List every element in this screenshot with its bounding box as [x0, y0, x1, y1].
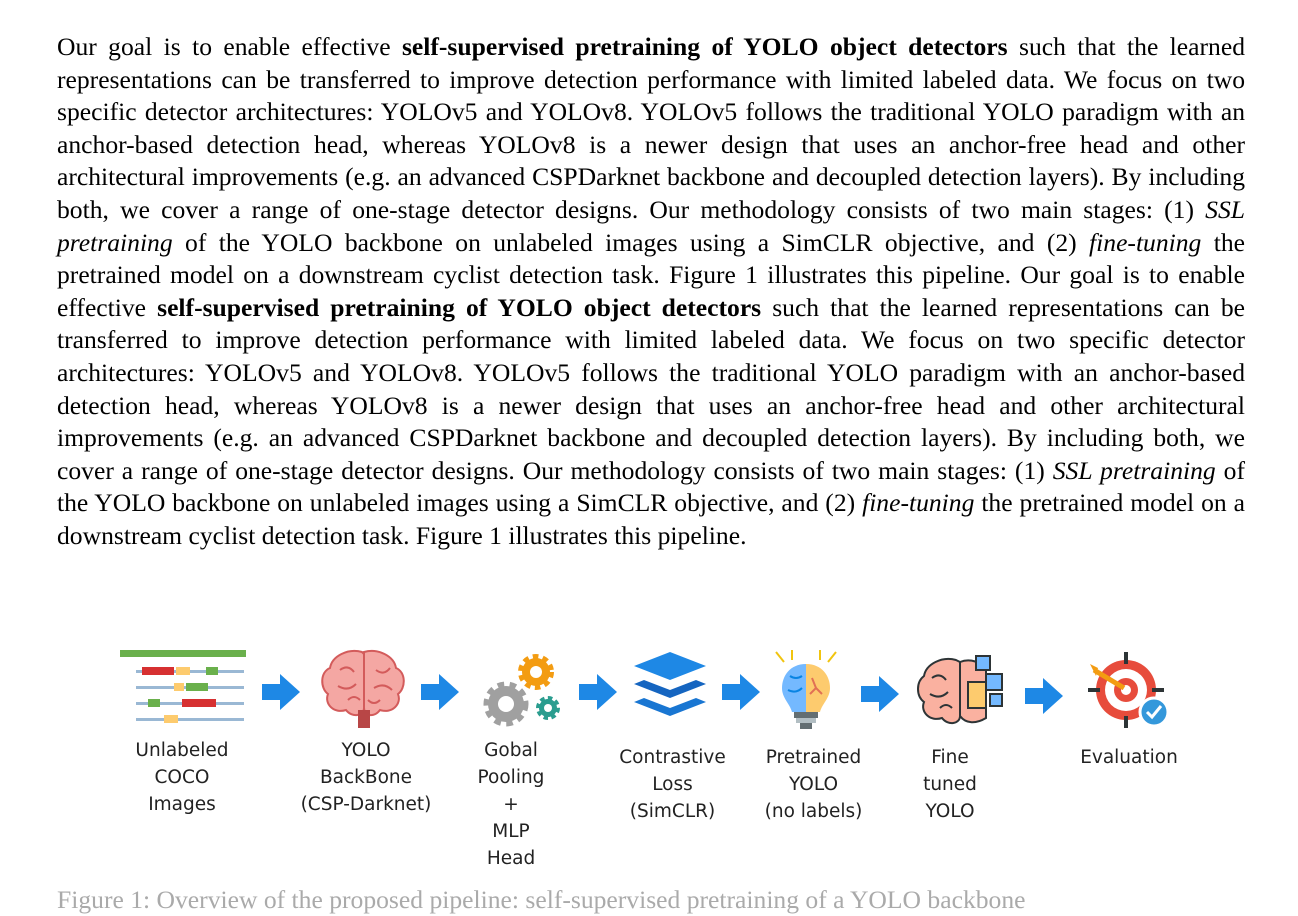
italic-term: SSL pretraining — [1052, 455, 1216, 485]
arrow-right-icon — [1025, 678, 1063, 714]
text-run: of the YOLO backbone on unlabeled images… — [172, 227, 1090, 257]
target-icon — [1088, 652, 1170, 728]
text-run: Our goal is to enable effective — [57, 32, 402, 61]
stage-label: Gobal Pooling + MLP Head — [477, 740, 545, 869]
brain-chip-icon — [917, 655, 1003, 724]
arrow-right-icon — [861, 676, 899, 712]
text-run: the pretrained model on a downstream cyc… — [57, 488, 1245, 550]
arrow-right-icon — [722, 674, 760, 710]
stage-label: Contrastive Loss (SimCLR) — [619, 747, 726, 822]
stage-label: Fine tuned YOLO — [923, 747, 977, 822]
text-run: such that the learned representations ca… — [57, 292, 1245, 485]
arrow-right-icon — [421, 674, 459, 710]
body-paragraph: Our goal is to enable effective self-sup… — [57, 31, 1245, 553]
brain-icon — [321, 650, 405, 728]
stage-label: Evaluation — [1080, 747, 1178, 768]
gears-icon — [483, 654, 560, 727]
lightbulb-icon — [775, 650, 837, 729]
arrow-right-icon — [579, 674, 617, 710]
images-icon — [120, 650, 246, 723]
figure-caption: Figure 1: Overview of the proposed pipel… — [57, 885, 1026, 914]
layers-icon — [634, 652, 706, 716]
stage-label: Unlabeled COCO Images — [135, 740, 229, 815]
bold-phrase: self-supervised pretraining of YOLO obje… — [157, 292, 762, 322]
italic-term: fine-tuning — [1089, 227, 1202, 257]
arrow-right-icon — [262, 674, 300, 710]
stage-label: YOLO BackBone (CSP-Darknet) — [300, 740, 432, 815]
text-run: of the YOLO backbone on unlabeled images… — [57, 455, 1245, 518]
text-run: such that the learned representations ca… — [57, 32, 1245, 224]
text-run: the pretrained model on a downstream cyc… — [57, 227, 1245, 322]
italic-term: fine-tuning — [862, 488, 975, 518]
bold-phrase: self-supervised pretraining of YOLO obje… — [401, 32, 1008, 61]
pipeline-figure: Unlabeled COCO Images YOLO BackBone (CSP… — [0, 640, 1298, 880]
italic-term: SSL pretraining — [57, 194, 1245, 257]
stage-label: Pretrained YOLO (no labels) — [764, 747, 863, 822]
